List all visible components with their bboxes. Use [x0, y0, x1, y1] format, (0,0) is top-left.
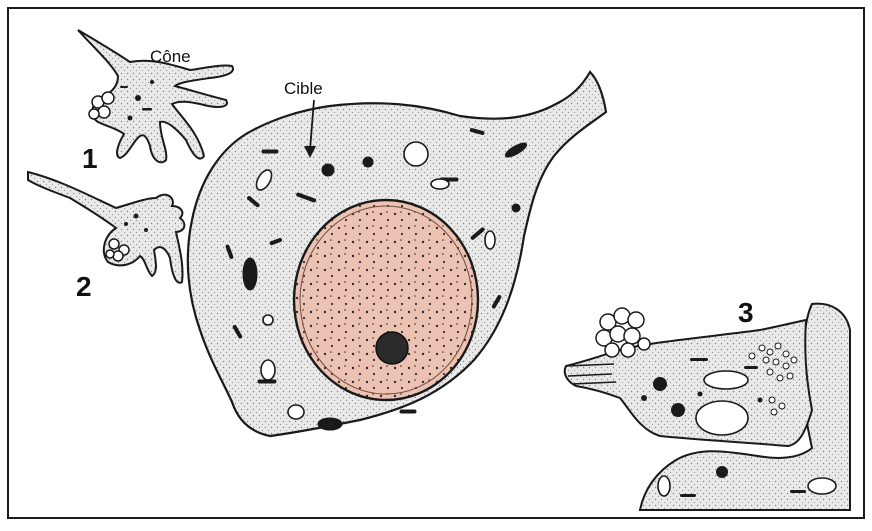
label-stage-2: 2 — [76, 271, 92, 302]
nucleolus — [376, 332, 408, 364]
label-stage-3: 3 — [738, 297, 754, 328]
panel-3-vesicle-cluster — [596, 308, 650, 357]
growth-cone-2 — [28, 172, 184, 283]
label-stage-1: 1 — [82, 143, 98, 174]
label-target: Cible — [284, 79, 323, 98]
label-cone: Cône — [150, 47, 191, 66]
target-nucleus — [294, 200, 478, 400]
